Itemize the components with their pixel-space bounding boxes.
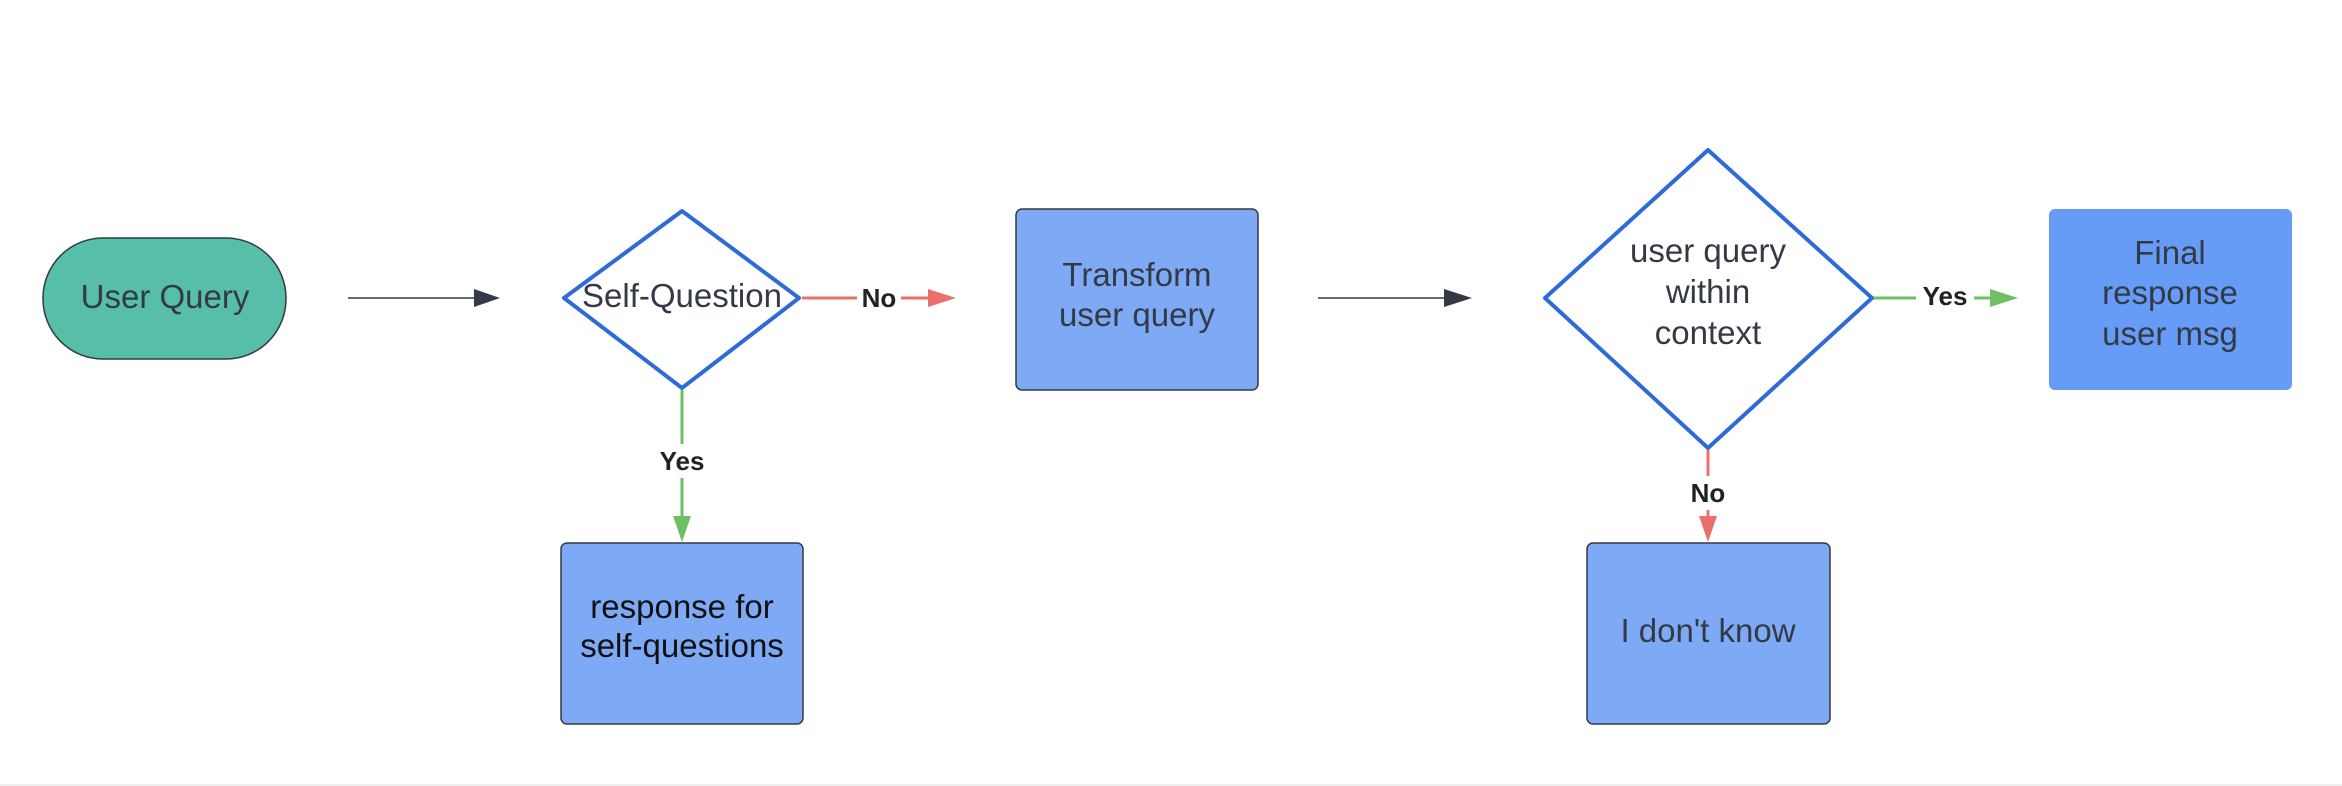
arrowhead <box>1990 289 2018 307</box>
edge-self-question-no: No <box>802 280 956 314</box>
node-label-line2: self-questions <box>580 627 784 664</box>
arrowhead <box>474 289 500 307</box>
node-label-line2: response <box>2102 274 2238 311</box>
node-label: I don't know <box>1620 612 1795 649</box>
node-self-question: Self-Question <box>562 209 801 390</box>
node-label: User Query <box>81 278 250 315</box>
node-label-line2: user query <box>1059 296 1215 333</box>
edge-label-yes: Yes <box>1923 281 1968 311</box>
node-label-line1: Transform <box>1062 256 1211 293</box>
node-label-line3: context <box>1655 314 1761 351</box>
node-i-dont-know: I don't know <box>1586 542 1831 725</box>
node-label-line1: Final <box>2134 234 2206 271</box>
node-user-query: User Query <box>42 237 287 360</box>
node-label: Self-Question <box>582 277 782 314</box>
node-final-response: Final response user msg <box>2049 209 2292 390</box>
node-label-line1: user query <box>1630 232 1786 269</box>
node-label-line1: response for <box>590 588 773 625</box>
edge-context-no: No <box>1686 450 1730 542</box>
edge-label-yes: Yes <box>660 446 705 476</box>
node-label-line2: within <box>1665 273 1750 310</box>
arrowhead <box>928 289 956 307</box>
arrowhead <box>1699 516 1717 542</box>
arrowhead <box>1444 289 1472 307</box>
node-transform-user-query: Transform user query <box>1015 208 1259 391</box>
node-label-line3: user msg <box>2102 315 2238 352</box>
edge-label-no: No <box>1691 478 1726 508</box>
edge-label-no: No <box>862 283 897 313</box>
edge-user-query-to-self-question <box>348 289 500 307</box>
edge-transform-to-context <box>1318 289 1472 307</box>
edge-self-question-yes: Yes <box>654 390 710 542</box>
node-user-query-within-context: user query within context <box>1543 148 1874 450</box>
node-response-for-self-questions: response for self-questions <box>560 542 804 725</box>
arrowhead <box>673 516 691 542</box>
edge-context-yes: Yes <box>1872 280 2018 314</box>
